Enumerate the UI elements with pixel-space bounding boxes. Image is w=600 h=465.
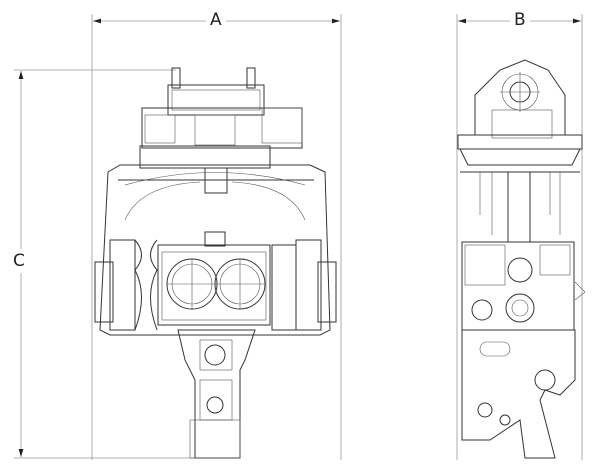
side-view [457,59,586,459]
dimension-a [91,14,342,460]
dimension-c-label: C [11,249,27,273]
dimension-c [14,69,240,459]
dimension-b-label: B [510,11,530,29]
dimension-a-label: A [206,11,226,29]
front-view [94,67,337,459]
dimension-b [456,14,583,460]
